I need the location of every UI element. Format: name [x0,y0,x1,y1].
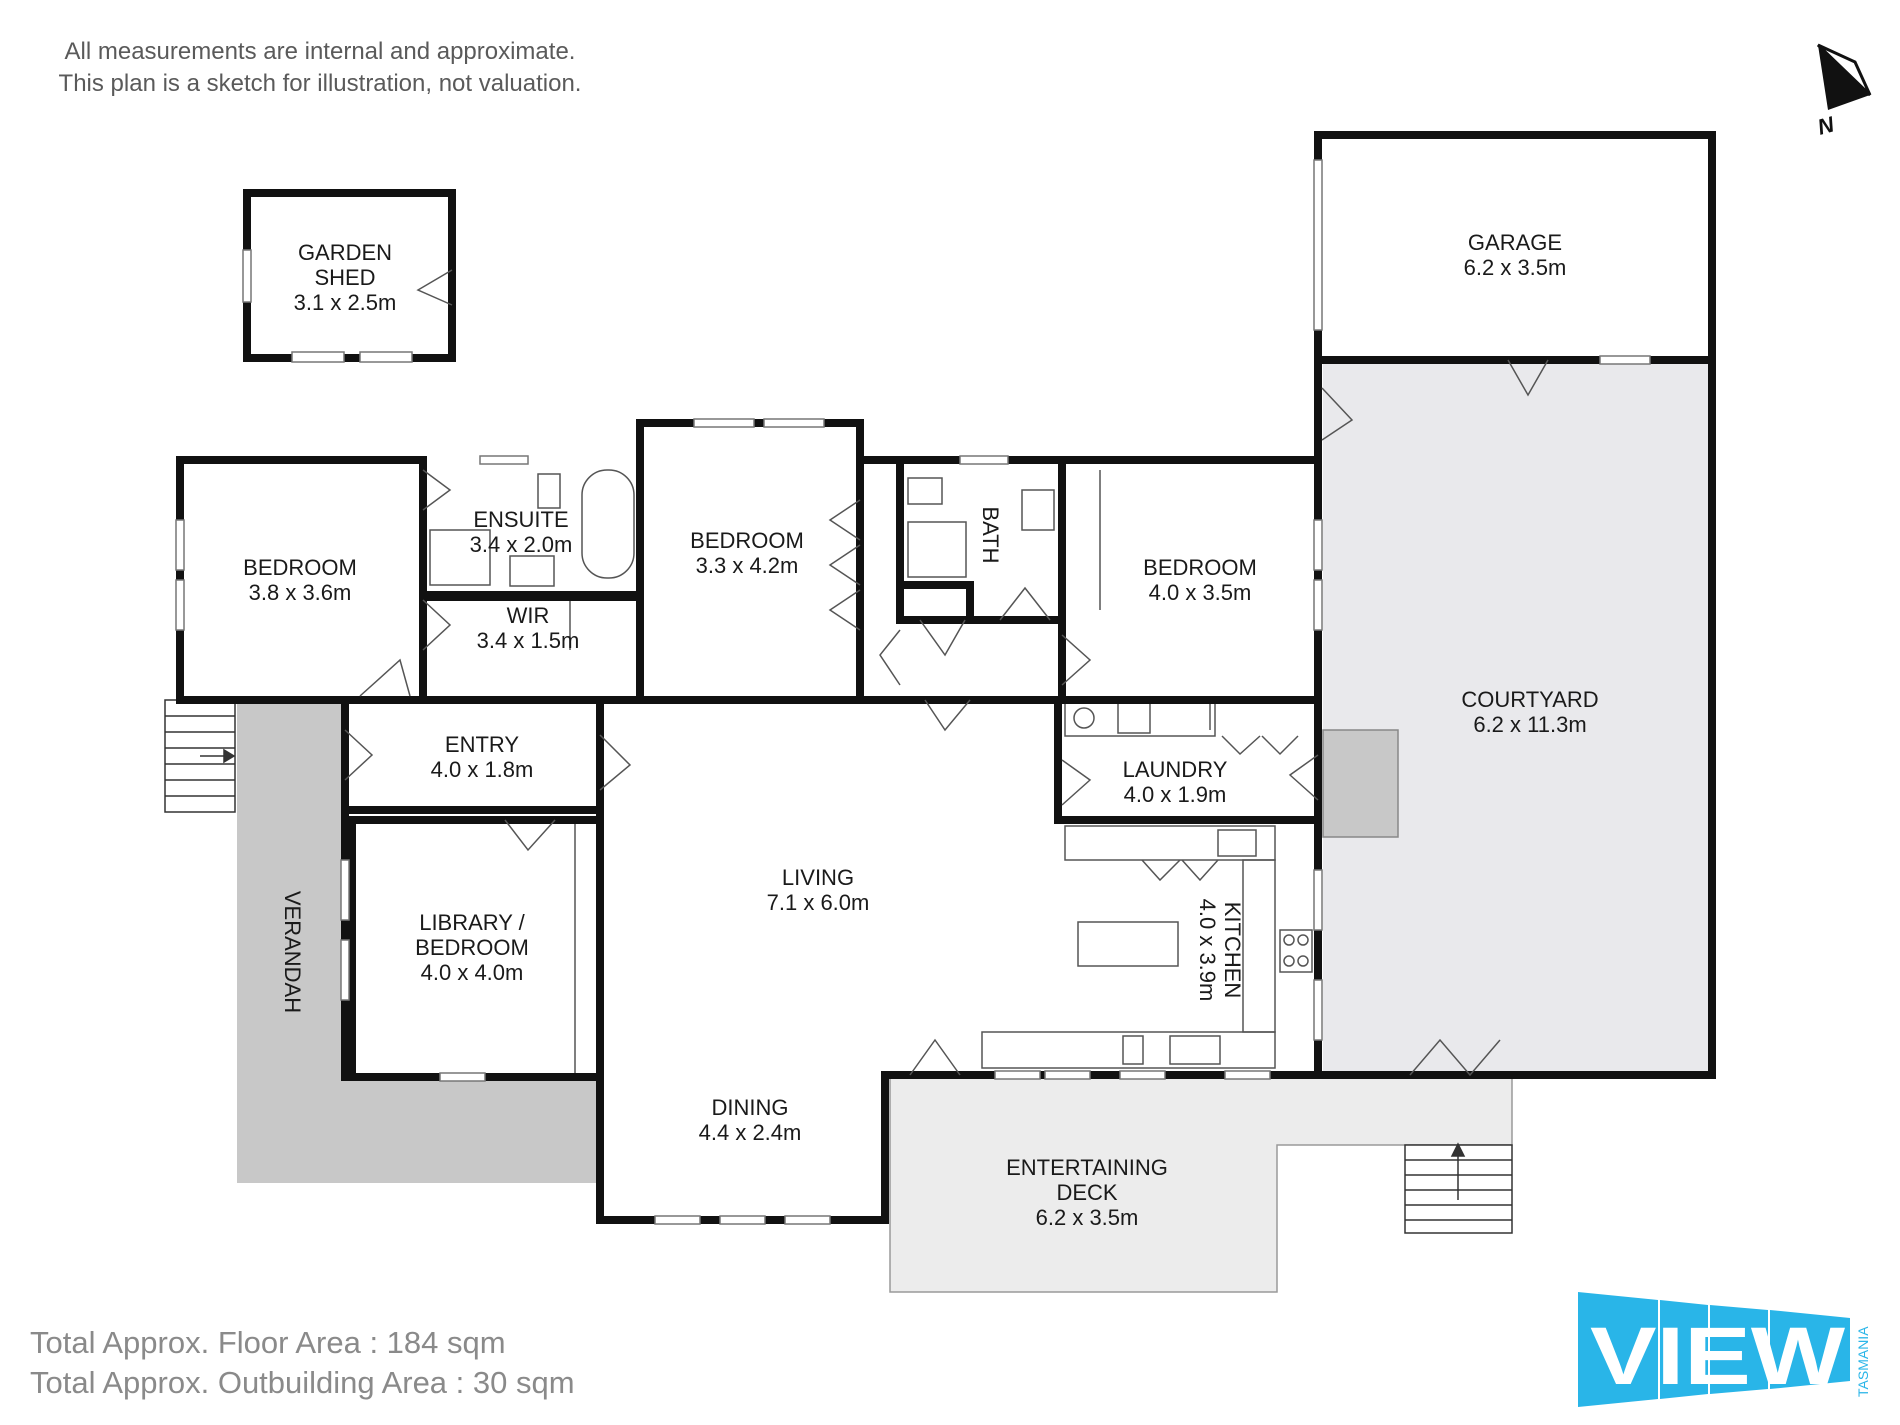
library-size: 4.0 x 4.0m [421,960,524,985]
disclaimer-line-1: All measurements are internal and approx… [64,38,576,65]
laundry-name: LAUNDRY [1123,757,1228,782]
courtyard-area [1323,362,1715,1075]
deck-size: 6.2 x 3.5m [1036,1205,1139,1230]
area-totals: Total Approx. Floor Area : 184 sqm Total… [30,1323,575,1403]
laundry-size: 4.0 x 1.9m [1124,782,1227,807]
windows [175,159,1651,1225]
north-label: N [1815,111,1838,140]
garage-size: 6.2 x 3.5m [1464,255,1567,280]
dining-size: 4.4 x 2.4m [699,1120,802,1145]
garden-shed-size: 3.1 x 2.5m [294,290,397,315]
disclaimer-line-2: This plan is a sketch for illustration, … [58,70,582,97]
wir-size: 3.4 x 1.5m [477,628,580,653]
deck-name-2: DECK [1056,1180,1117,1205]
room-labels: GARDEN SHED 3.1 x 2.5m GARAGE 6.2 x 3.5m… [243,230,1599,1230]
fixtures [429,465,1313,1075]
logo-wordmark: VIEW [1590,1311,1846,1402]
wir-name: WIR [507,603,550,628]
bedroom-east-size: 4.0 x 3.5m [1149,580,1252,605]
deck-name-1: ENTERTAINING [1006,1155,1168,1180]
entry-size: 4.0 x 1.8m [431,757,534,782]
courtyard-size: 6.2 x 11.3m [1473,712,1586,737]
library-name-1: LIBRARY / [419,910,525,935]
bedroom-west-size: 3.8 x 3.6m [249,580,352,605]
courtyard-name: COURTYARD [1461,687,1598,712]
north-arrow-icon: N [1815,43,1872,140]
logo-subtitle: TASMANIA [1855,1326,1871,1397]
bedroom-mid-name: BEDROOM [690,528,804,553]
total-outbuilding-area: Total Approx. Outbuilding Area : 30 sqm [30,1365,575,1400]
deck-stairs [1404,1142,1513,1234]
garden-shed-name-2: SHED [314,265,375,290]
ensuite-name: ENSUITE [473,507,568,532]
courtyard-planter [1322,729,1399,838]
garage-name: GARAGE [1468,230,1562,255]
living-size: 7.1 x 6.0m [767,890,870,915]
west-stairs [164,699,236,813]
doors [344,269,1549,1077]
bedroom-mid-size: 3.3 x 4.2m [696,553,799,578]
bedroom-west-name: BEDROOM [243,555,357,580]
logo-tiles [1578,1292,1850,1407]
bath-name: BATH [978,506,1003,563]
kitchen-size: 4.0 x 3.9m [1195,899,1220,1002]
verandah-name: VERANDAH [280,891,305,1013]
bedroom-east-name: BEDROOM [1143,555,1257,580]
verandah-area [237,700,600,1183]
living-name: LIVING [782,865,854,890]
garden-shed-name-1: GARDEN [298,240,392,265]
dining-name: DINING [712,1095,789,1120]
ensuite-size: 3.4 x 2.0m [470,532,573,557]
view-tasmania-logo: VIEW TASMANIA [1578,1292,1871,1407]
total-floor-area: Total Approx. Floor Area : 184 sqm [30,1325,506,1360]
entry-name: ENTRY [445,732,519,757]
kitchen-name: KITCHEN [1220,902,1245,999]
disclaimer: All measurements are internal and approx… [30,36,610,100]
library-name-2: BEDROOM [415,935,529,960]
